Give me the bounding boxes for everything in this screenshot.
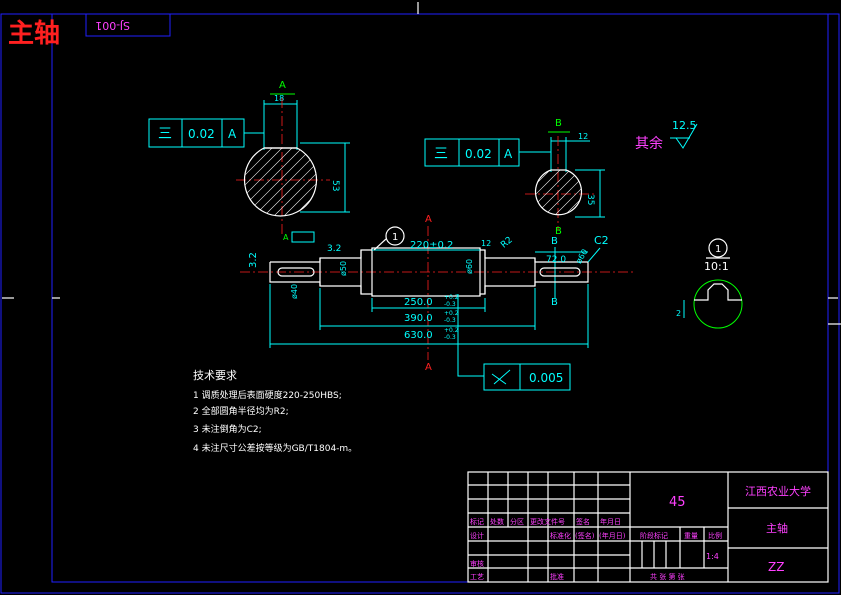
section-a-flatness-icon: 三 [158,126,172,142]
tb-label-sheets: 共 张 第 张 [650,572,685,581]
tb-label-process: 工艺 [470,573,484,581]
section-b-marker-top: B [555,118,562,129]
shaft-section-a-bottom: A [425,362,432,373]
tb-scale: 1:4 [706,552,719,561]
tb-label-design: 设计 [470,531,484,540]
tb-drawing-no: ZZ [768,560,784,574]
tb-label-sign2: (签名) [575,531,595,540]
section-b-profile [534,169,583,216]
detail-profile [694,283,742,301]
section-b-datum: A [504,147,513,161]
tb-label-standardize: 标准化 [550,531,571,540]
detail-view: 1 10:1 2 [676,238,743,329]
shaft-balloon-leader [373,238,387,251]
detail-dim: 2 [676,309,681,318]
shaft-balloon-number: 1 [392,232,398,243]
roughness-value: 12.5 [672,119,697,132]
dim-250: 250.0 [404,297,433,308]
section-b-view: B 12 35 三 0.02 A B [424,118,605,237]
runout-value: 0.005 [529,371,563,385]
detail-circle [693,279,743,329]
tb-school: 江西农业大学 [745,484,811,498]
section-a-view: A 18 [148,80,350,235]
runout-frame [483,363,571,391]
section-a-hatch [244,148,317,216]
tb-label-review: 审核 [470,559,484,568]
section-b-flatness-icon: 三 [434,146,448,162]
drawing-title: 主轴 [8,19,60,49]
dim-roughness-left: 3.2 [248,252,259,268]
section-a-height-dim: 53 [330,180,340,191]
section-b-tolerance-value: 0.02 [465,147,492,161]
dim-630: 630.0 [404,330,433,341]
dim-phi60: ø60 [465,259,474,274]
dim-c2: C2 [594,234,609,247]
detail-scale: 10:1 [704,260,729,273]
shaft-section-b-top: B [551,236,558,247]
dim-250-tol-upper: +0.2 [444,294,459,301]
tb-label-approve: 批准 [550,572,564,581]
roughness-icon [670,123,698,149]
dim-r2: R2 [499,235,515,250]
roughness-label: 其余 [635,135,663,152]
tb-label-zone: 分区 [510,517,524,526]
dim-12: 12 [481,239,491,248]
shaft-section-b-bottom: B [551,297,558,308]
small-tolerance-frame [291,231,315,243]
tb-part-name: 主轴 [766,521,788,535]
drawing-code: SJ-001 [95,19,130,32]
tb-label-stage-mark: 阶段标记 [640,531,668,540]
main-shaft-view: A A B B 630.0 +0.2 -0.3 390.0 +0.2 - [240,214,635,391]
dim-250-tol-lower: -0.3 [444,301,456,308]
tb-label-date2: (年月日) [599,531,626,540]
dim-390-tol-upper: +0.2 [444,310,459,317]
section-a-width-dim: 18 [274,94,284,103]
dim-phi40: ø40 [290,284,299,299]
dim-390-tol-lower: -0.3 [444,317,456,324]
title-block: 45 江西农业大学 主轴 ZZ 1:4 标记 处数 分区 更改文件号 签名 年月… [467,471,829,583]
tech-requirements-title: 技术要求 [193,369,237,382]
tb-label-change-doc: 更改文件号 [530,517,565,526]
dim-630-tol-lower: -0.3 [444,334,456,341]
runout-leader [457,294,484,377]
shaft-keyway-left [277,267,315,277]
tb-label-count: 处数 [490,517,504,526]
tb-label-sign: 签名 [576,517,590,526]
section-b-marker-bottom: B [555,226,562,237]
tech-requirements: 技术要求 1 调质处理后表面硬度220-250HBS; 2 全部圆角半径均为R2… [193,369,357,454]
inner-frame [51,13,829,583]
section-b-width-dim: 12 [578,132,588,141]
shaft-keyway-right [539,267,581,277]
section-a-marker-top: A [279,80,286,91]
shaft-section-a-top: A [425,214,432,225]
tb-label-weight: 重量 [684,532,698,540]
tb-label-mark: 标记 [470,517,484,526]
small-datum-label: A [283,233,289,242]
tech-requirement-3: 3 未注倒角为C2; [193,423,262,435]
detail-balloon [708,238,728,258]
drawing-code-box [85,13,171,37]
tb-label-date: 年月日 [600,517,621,526]
section-a-profile [243,147,318,217]
dim-roughness-top: 3.2 [327,244,341,254]
tech-requirement-4: 4 未注尺寸公差按等级为GB/T1804-m。 [193,442,357,454]
section-a-tolerance-value: 0.02 [188,127,215,141]
runout-icon [491,369,511,385]
tech-requirement-1: 1 调质处理后表面硬度220-250HBS; [193,389,342,401]
dim-c2-leader [587,247,601,263]
tb-material: 45 [669,495,686,510]
dim-630-tol-upper: +0.2 [444,327,459,334]
tb-label-ratio: 比例 [708,531,722,540]
section-a-datum: A [228,127,237,141]
dim-390: 390.0 [404,313,433,324]
detail-balloon-number: 1 [715,244,721,255]
section-b-height-dim: 35 [585,194,595,205]
shaft-balloon [385,226,405,246]
dim-220: 220±0.2 [410,240,453,251]
dim-72: 72.0 [546,255,566,265]
tech-requirement-2: 2 全部圆角半径均为R2; [193,405,289,417]
dim-phi50: ø50 [339,261,348,276]
